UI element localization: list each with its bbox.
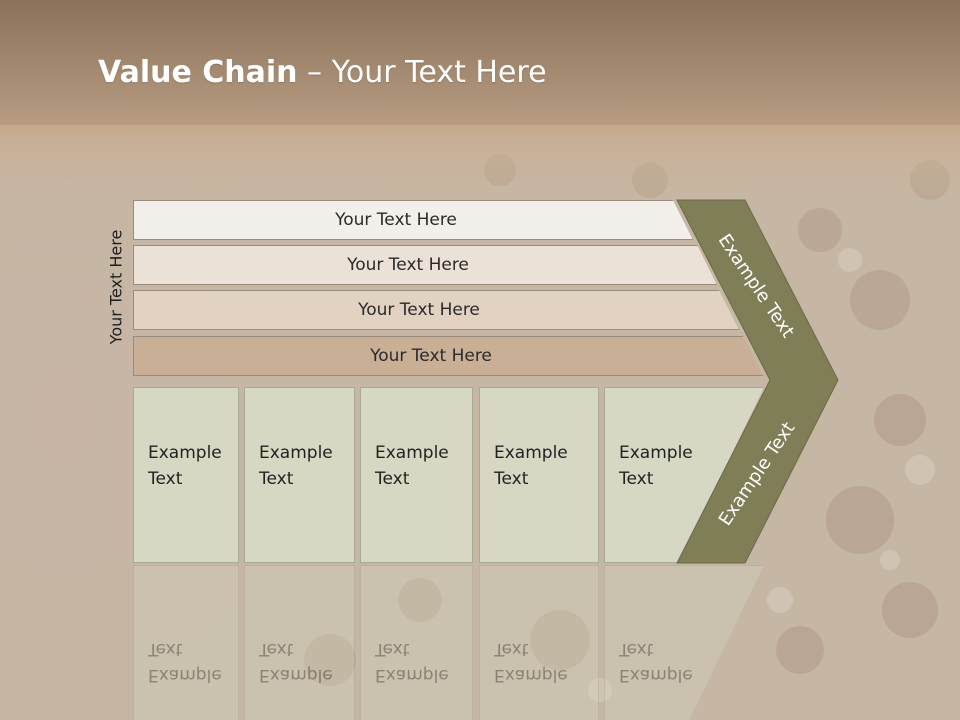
band-label: Your Text Here (370, 346, 492, 366)
primary-activity-4: Example Text (479, 387, 599, 563)
activity-line2: Text (619, 469, 654, 489)
primary-activity-1: Example Text (133, 387, 239, 563)
primary-activity-3: Example Text (360, 387, 473, 563)
band-label: Your Text Here (347, 255, 469, 275)
support-band-4: Your Text Here (133, 336, 763, 376)
support-band-2: Your Text Here (133, 245, 717, 285)
activity-line1: Example (619, 443, 693, 463)
activity-line2: Text (375, 469, 410, 489)
support-band-1: Your Text Here (133, 200, 693, 240)
activity-line2: Text (148, 469, 183, 489)
activity-line2: Text (494, 469, 529, 489)
primary-activity-2: Example Text (244, 387, 355, 563)
activity-line1: Example (148, 443, 222, 463)
title-rest: – Your Text Here (297, 55, 547, 90)
activity-line1: Example (375, 443, 449, 463)
activity-line1: Example (494, 443, 568, 463)
activity-line1: Example (259, 443, 333, 463)
activity-line2: Text (259, 469, 294, 489)
title-bold: Value Chain (98, 55, 298, 90)
band-label: Your Text Here (335, 210, 457, 230)
support-band-3: Your Text Here (133, 290, 739, 330)
band-label: Your Text Here (358, 300, 480, 320)
slide-title: Value Chain – Your Text Here (98, 55, 547, 90)
